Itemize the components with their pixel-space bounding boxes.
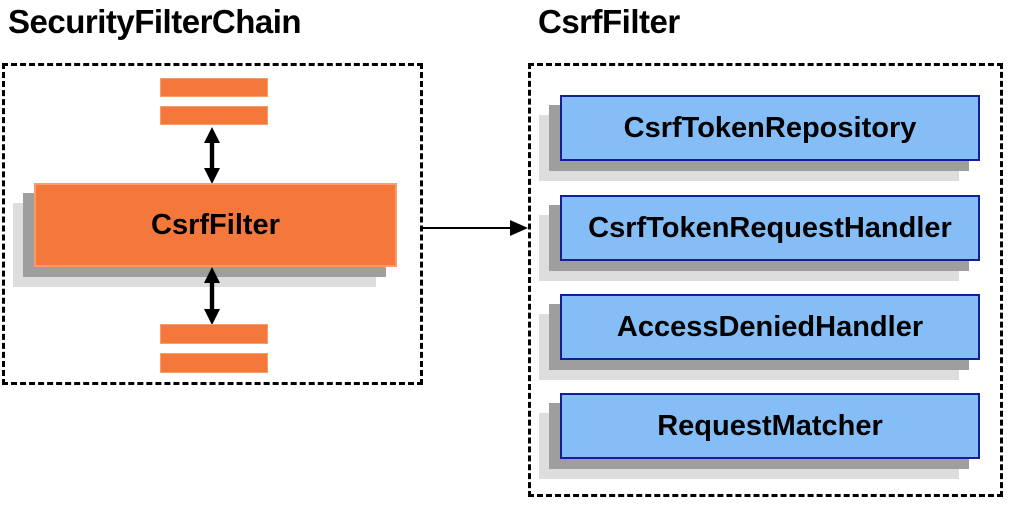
csrf-filter-node-label: CsrfFilter	[151, 208, 280, 241]
security-filter-chain-container: CsrfFilter	[2, 63, 423, 385]
filter-placeholder-bar	[160, 78, 268, 97]
csrf-filter-container: CsrfTokenRepository CsrfTokenRequestHand…	[528, 63, 1003, 497]
filter-placeholder-bar	[160, 353, 268, 373]
double-arrow-up-down-icon	[204, 127, 220, 184]
component-box-request-matcher: RequestMatcher	[560, 393, 980, 459]
double-arrow-up-down-icon	[204, 267, 220, 325]
component-box-csrf-token-request-handler: CsrfTokenRequestHandler	[560, 195, 980, 261]
component-label: CsrfTokenRequestHandler	[588, 211, 952, 244]
flow-arrow-icon	[423, 220, 528, 236]
component-box-access-denied-handler: AccessDeniedHandler	[560, 294, 980, 360]
filter-placeholder-bar	[160, 106, 268, 125]
csrf-filter-title: CsrfFilter	[538, 3, 680, 40]
component-label: CsrfTokenRepository	[623, 111, 917, 144]
component-label: RequestMatcher	[657, 409, 883, 442]
filter-placeholder-bar	[160, 324, 268, 344]
csrf-filter-node: CsrfFilter	[34, 183, 397, 267]
security-filter-chain-title: SecurityFilterChain	[8, 3, 302, 40]
component-label: AccessDeniedHandler	[616, 310, 924, 343]
component-box-csrf-token-repository: CsrfTokenRepository	[560, 95, 980, 161]
